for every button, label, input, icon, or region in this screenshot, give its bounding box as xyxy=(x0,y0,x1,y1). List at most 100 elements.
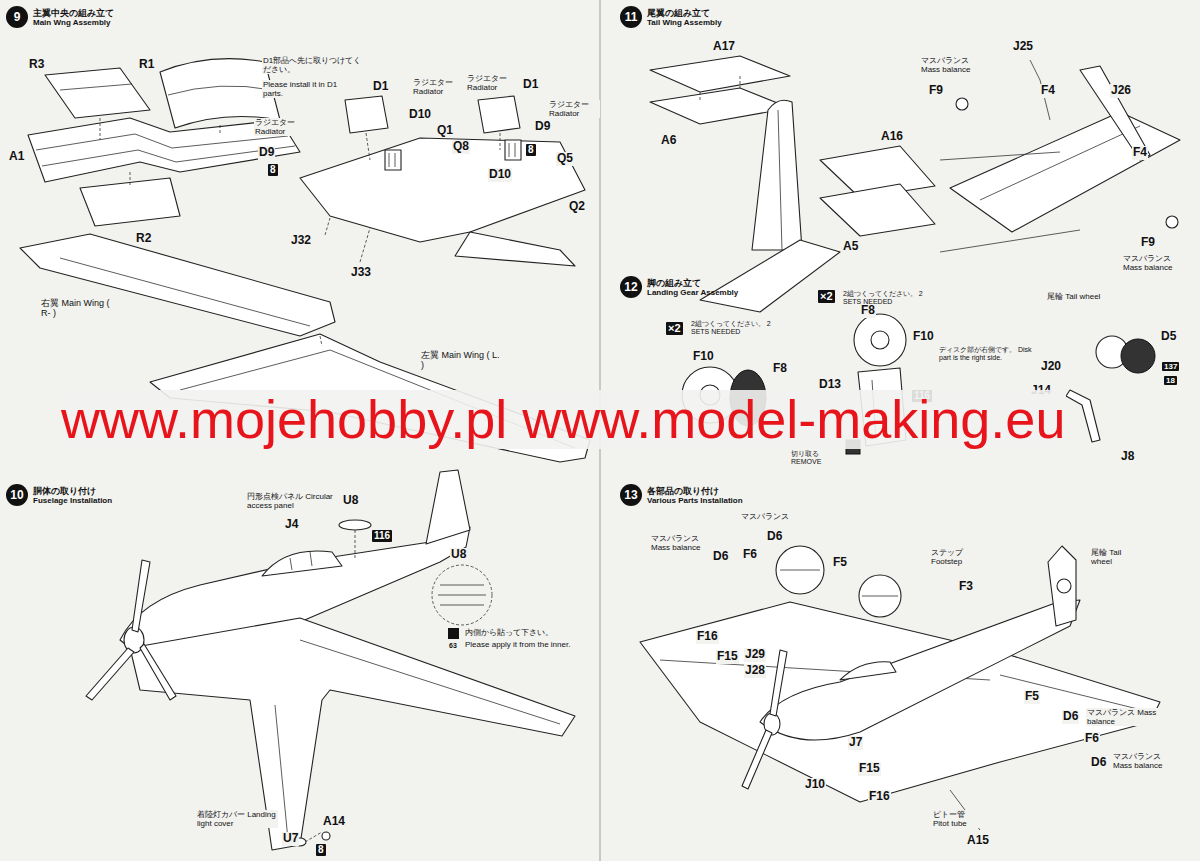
wing-center-parts xyxy=(130,172,131,185)
wing-center-parts xyxy=(220,125,221,135)
tail-parts xyxy=(752,100,802,250)
fuselage xyxy=(262,551,342,576)
part-number: D6 xyxy=(766,530,783,544)
wing-center-parts xyxy=(36,134,288,150)
note-text: ピトー管 Pitot tube xyxy=(932,810,984,828)
wing-lower-center xyxy=(389,153,390,167)
step-title: Landing Gear Assembly xyxy=(647,288,738,297)
fuselage xyxy=(140,644,176,700)
wing-lower-center xyxy=(509,143,510,157)
wing-lower-center xyxy=(505,140,521,160)
step-header: 11尾翼の組み立てTail Wing Assembly xyxy=(620,6,642,28)
part-number: A15 xyxy=(966,834,990,848)
note-text: 2組つくってください。 2 SETS NEEDED xyxy=(842,290,934,306)
paint-code: 137 xyxy=(1162,362,1179,371)
landing-gear xyxy=(1121,339,1155,373)
fuselage xyxy=(86,648,134,700)
tail-parts xyxy=(820,184,935,236)
aircraft-assembly xyxy=(770,650,787,716)
fuselage xyxy=(300,640,560,724)
part-number: Q1 xyxy=(436,124,454,138)
note-text: マスバランス Mass balance xyxy=(920,56,984,74)
fuselage xyxy=(426,470,470,544)
part-number: Q2 xyxy=(568,200,586,214)
step-number: 10 xyxy=(6,484,28,506)
note-text: Please apply it from the inner. xyxy=(464,640,571,649)
step-title: Various Parts Installation xyxy=(647,496,743,505)
part-number: D10 xyxy=(408,108,432,122)
paint-code: 8 xyxy=(526,144,536,156)
part-number: U8 xyxy=(450,548,467,562)
part-number: Q5 xyxy=(556,152,574,166)
step-number: 11 xyxy=(620,6,642,28)
aircraft-assembly xyxy=(1000,675,1150,712)
part-number: F6 xyxy=(1084,732,1100,746)
aircraft-assembly xyxy=(780,570,820,571)
aircraft-assembly xyxy=(1057,579,1071,593)
wing-center-parts xyxy=(60,84,132,90)
aircraft-assembly xyxy=(760,600,1080,740)
tail-parts xyxy=(650,56,1180,312)
note-text: ラジエター Radiator xyxy=(466,74,516,92)
note-text: マスバランス Mass balance xyxy=(1122,254,1186,272)
note-text: 2組つくってください。 2 SETS NEEDED xyxy=(690,320,782,336)
part-number: F15 xyxy=(716,650,739,664)
tail-parts xyxy=(650,56,790,92)
part-number: A5 xyxy=(842,240,859,254)
note-text: ディスク部が右側です。 Disk part is the right side. xyxy=(938,346,1040,362)
part-number: U8 xyxy=(342,494,359,508)
paint-code: ×2 xyxy=(818,290,835,303)
fuselage xyxy=(339,520,371,530)
landing-gear xyxy=(854,314,906,366)
part-number: F3 xyxy=(958,580,974,594)
part-number: D6 xyxy=(712,550,729,564)
main-wings xyxy=(20,234,335,336)
landing-gear xyxy=(871,331,889,349)
note-text: 尾輪 Tail wheel xyxy=(1046,292,1108,301)
note-text: 尾輪 Tail wheel xyxy=(1090,548,1137,566)
note-text: 左翼 Main Wing ( L. ) xyxy=(420,350,502,371)
step-number: 9 xyxy=(6,6,28,28)
inset-circle xyxy=(440,605,484,606)
note-text: マスバランス Mass balance xyxy=(650,534,717,552)
part-number: F16 xyxy=(868,790,891,804)
part-number: J26 xyxy=(1110,84,1132,98)
part-number: D1 xyxy=(522,78,539,92)
part-number: J20 xyxy=(1040,360,1062,374)
tail-parts xyxy=(1166,216,1178,228)
part-number: D6 xyxy=(1090,756,1107,770)
part-number: Q8 xyxy=(452,140,470,154)
note-text: ラジエター Radiator xyxy=(548,100,600,118)
wing-lower-center xyxy=(300,96,585,266)
tail-parts xyxy=(940,230,1080,252)
part-number: A1 xyxy=(8,150,25,164)
tail-parts xyxy=(1080,66,1150,160)
part-number: J29 xyxy=(744,648,766,662)
wing-lower-center xyxy=(366,133,370,160)
wing-center-parts xyxy=(45,68,150,118)
wing-center-parts xyxy=(42,146,295,166)
wing-lower-center xyxy=(500,133,501,150)
note-text: 円形点検パネル Circular access panel xyxy=(246,492,340,510)
part-number: F9 xyxy=(928,84,944,98)
fuselage xyxy=(355,530,356,560)
wing-lower-center xyxy=(455,232,575,266)
part-number: F4 xyxy=(1040,84,1056,98)
part-number: A14 xyxy=(322,815,346,829)
tail-parts xyxy=(700,240,840,312)
part-number: 63 xyxy=(448,642,458,650)
part-number: J4 xyxy=(284,518,299,532)
step-header: 10胴体の取り付けFuselage Installation xyxy=(6,484,28,506)
aircraft-assembly xyxy=(742,730,772,789)
wing-lower-center xyxy=(478,96,520,133)
step-header: 12脚の組み立てLanding Gear Assembly xyxy=(620,276,642,298)
inset-circle xyxy=(448,628,459,639)
paint-code: 8 xyxy=(268,164,278,176)
wing-lower-center xyxy=(300,138,585,242)
part-number: J7 xyxy=(848,736,863,750)
tail-parts xyxy=(956,98,968,110)
note-text: マスバランス Mass balance xyxy=(1112,752,1174,770)
part-number: D10 xyxy=(488,168,512,182)
fuselage xyxy=(305,832,322,842)
part-number: D5 xyxy=(1160,330,1177,344)
